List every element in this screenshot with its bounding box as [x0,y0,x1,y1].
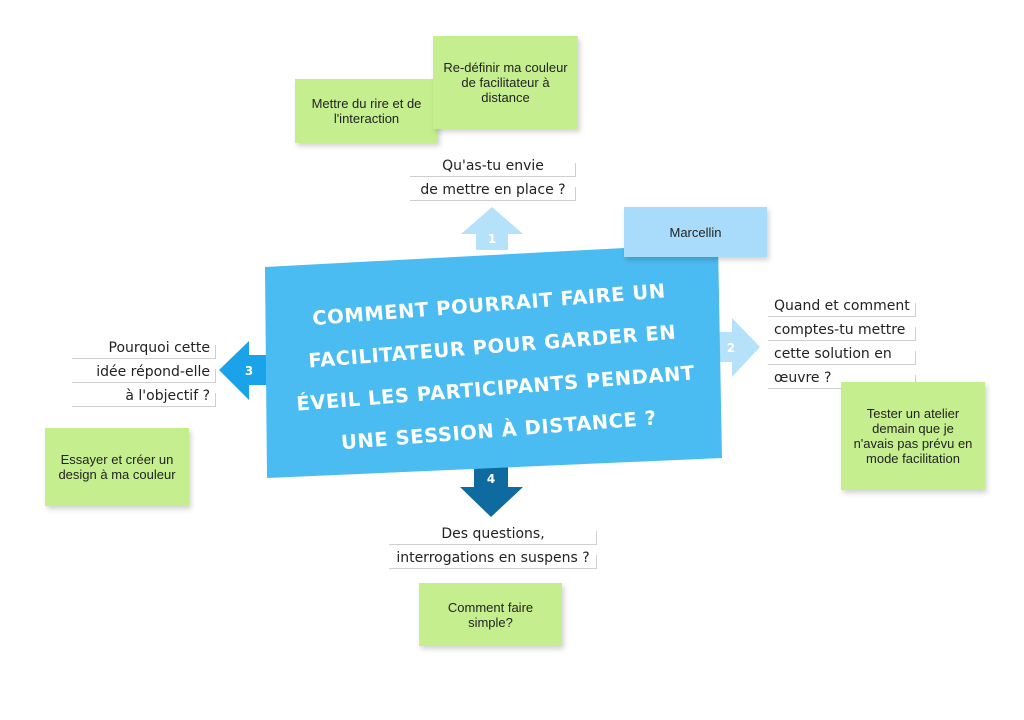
prompt-line: Qu'as-tu envie [442,158,544,174]
prompt-line: cette solution en [774,346,892,362]
arrow-number-2: 2 [727,341,735,355]
central-banner [265,243,722,478]
prompt-line: interrogations en suspens ? [396,550,590,566]
prompt-bottom: Des questions, interrogations en suspens… [389,524,597,572]
note-essayer[interactable]: Essayer et créer un design à ma couleur [45,428,189,506]
arrow-right-2: 2 [712,318,760,377]
prompt-line: comptes-tu mettre [774,322,906,338]
arrow-number-1: 1 [488,232,496,246]
central-question: Comment pourrait faire un facilitateur p… [260,245,727,492]
prompt-line: à l'objectif ? [125,388,210,404]
arrow-number-3: 3 [245,364,253,378]
note-marcellin[interactable]: Marcellin [624,207,767,257]
arrow-up-1: 1 [461,207,523,250]
note-rire[interactable]: Mettre du rire et de l'interaction [295,79,438,143]
prompt-left: Pourquoi cette idée répond-elle à l'obje… [72,338,216,410]
prompt-line: idée répond-elle [96,364,210,380]
prompt-top: Qu'as-tu envie de mettre en place ? [410,156,576,204]
arrow-down-4: 4 [460,464,523,517]
prompt-line: œuvre ? [774,370,832,386]
note-simple[interactable]: Comment faire simple? [419,583,562,646]
arrow-number-4: 4 [487,472,495,486]
prompt-line: Des questions, [441,526,545,542]
prompt-line: de mettre en place ? [420,182,566,198]
note-tester[interactable]: Tester un atelier demain que je n'avais … [841,382,985,490]
note-redefinir[interactable]: Re-définir ma couleur de facilitateur à … [433,36,578,129]
prompt-right: Quand et comment comptes-tu mettre cette… [768,296,916,392]
arrow-left-3: 3 [219,341,270,400]
prompt-line: Pourquoi cette [108,340,210,356]
prompt-line: Quand et comment [774,298,910,314]
